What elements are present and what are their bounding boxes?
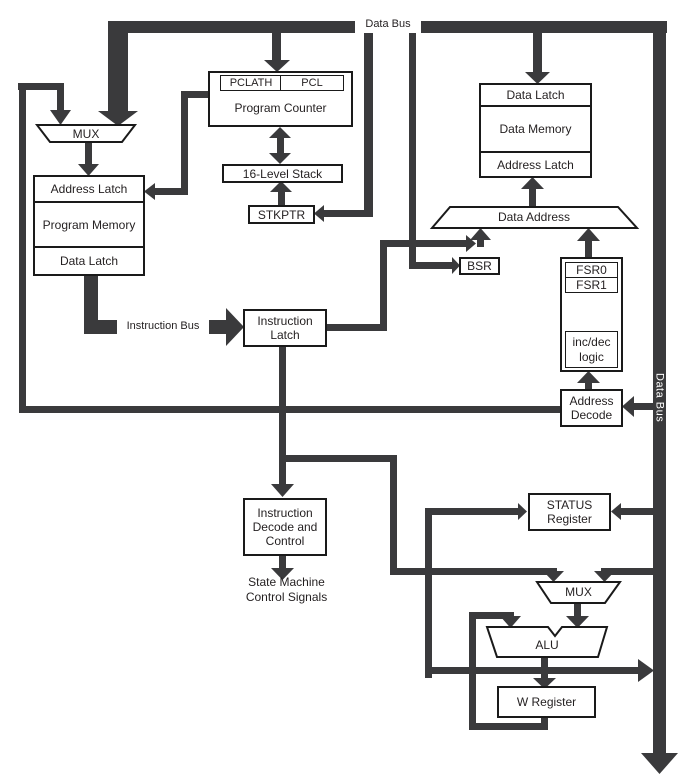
- dm-title: Data Memory: [481, 107, 590, 153]
- pm-address-latch: Address Latch: [35, 177, 143, 203]
- program-counter-box: PCLATH PCL Program Counter: [208, 71, 353, 127]
- fsr1-register: FSR1: [565, 277, 618, 293]
- mux-right-label: MUX: [565, 584, 592, 599]
- data-address-shape: [429, 206, 640, 229]
- fsr0-register: FSR0: [565, 262, 618, 278]
- instruction-decode-box: Instruction Decode and Control: [243, 498, 327, 556]
- program-counter-label: Program Counter: [234, 100, 327, 115]
- pm-title: Program Memory: [35, 203, 143, 248]
- mux-left-shape: [34, 124, 138, 143]
- address-decode-box: Address Decode: [560, 389, 623, 427]
- stack-box: 16-Level Stack: [222, 164, 343, 183]
- status-register-box: STATUS Register: [528, 493, 611, 531]
- pcl-register: PCL: [280, 75, 344, 91]
- mux-right-shape: [535, 581, 622, 604]
- data-address-label: Data Address: [497, 209, 571, 224]
- instruction-bus-label: Instruction Bus: [117, 318, 209, 335]
- pclath-register: PCLATH: [220, 75, 282, 91]
- stkptr-box: STKPTR: [248, 205, 315, 224]
- dm-address-latch: Address Latch: [497, 157, 574, 172]
- inc-dec-logic-box: inc/dec logic: [565, 331, 618, 368]
- alu-label: ALU: [535, 637, 559, 652]
- instruction-latch-box: Instruction Latch: [243, 309, 327, 347]
- data-memory-group: Data Latch Data Memory Address Latch: [479, 83, 592, 178]
- w-register-box: W Register: [497, 686, 596, 718]
- pm-data-latch: Data Latch: [59, 254, 119, 268]
- data-bus-right-label: Data Bus: [653, 373, 666, 423]
- mux-left-label: MUX: [72, 126, 100, 141]
- dm-data-latch: Data Latch: [481, 85, 590, 107]
- fsr-group: FSR0 FSR1 inc/dec logic: [560, 257, 623, 372]
- state-machine-label: State Machine Control Signals: [245, 575, 328, 604]
- bsr-box: BSR: [459, 257, 500, 275]
- alu-shape: [485, 626, 609, 658]
- data-bus-top-label: Data Bus: [355, 16, 421, 33]
- program-memory-group: Address Latch Program Memory Data Latch: [33, 175, 145, 276]
